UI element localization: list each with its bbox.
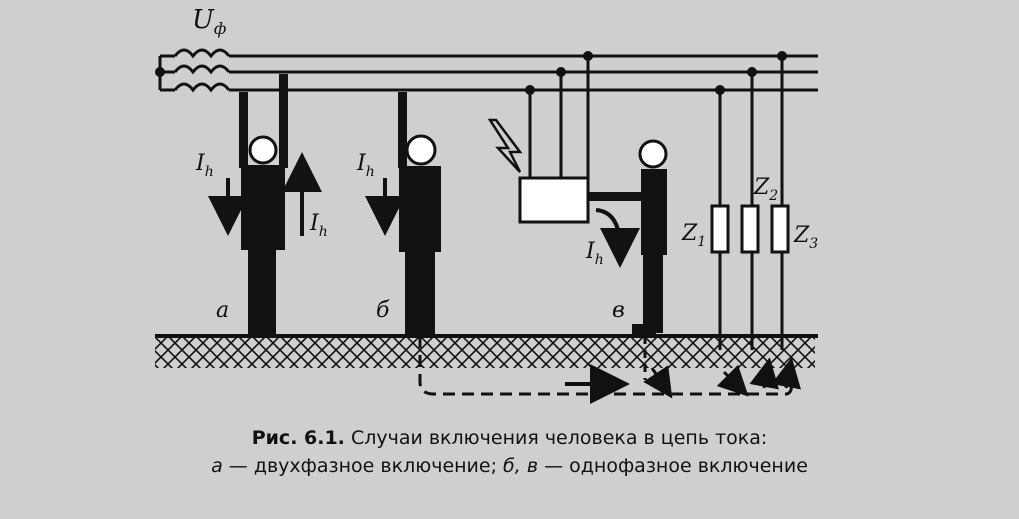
caption-number: Рис. 6.1. — [251, 427, 345, 449]
ground-hatch — [155, 336, 815, 368]
caption-item-a-text: — двухфазное включение; — [228, 455, 497, 477]
caption-item-a: а — [211, 455, 223, 477]
z1-label: Z1 — [681, 221, 706, 250]
current-label-a2: Ih — [309, 211, 328, 240]
z2-label: Z2 — [753, 175, 778, 204]
voltage-label: Uф — [192, 5, 226, 38]
neutral-node — [155, 67, 165, 77]
equipment-box — [487, 56, 643, 224]
case-b-label: б — [376, 298, 390, 323]
impedances — [710, 56, 790, 350]
case-a-label: а — [216, 298, 229, 323]
person-a — [239, 74, 288, 336]
caption-item-bv: б, в — [503, 455, 539, 477]
lightning-icon — [487, 118, 523, 173]
transformer-coils — [158, 48, 231, 93]
current-arrows — [208, 152, 640, 268]
current-label-b: Ih — [356, 151, 375, 180]
person-v — [632, 139, 668, 336]
current-label-v: Ih — [585, 239, 604, 268]
person-b — [398, 92, 441, 336]
caption-line-1: Рис. 6.1. Случаи включения человека в це… — [0, 424, 1019, 452]
case-v-label: в — [612, 298, 625, 323]
caption-title: Случаи включения человека в цепь тока: — [350, 427, 768, 449]
ground-return-path — [418, 336, 801, 404]
figure-caption: Рис. 6.1. Случаи включения человека в це… — [0, 424, 1019, 480]
z3-label: Z3 — [793, 223, 818, 252]
phase-lines — [229, 54, 818, 92]
caption-item-bv-text: — однофазное включение — [544, 455, 808, 477]
current-label-a1: Ih — [195, 151, 214, 180]
caption-line-2: а — двухфазное включение; б, в — однофаз… — [0, 452, 1019, 480]
